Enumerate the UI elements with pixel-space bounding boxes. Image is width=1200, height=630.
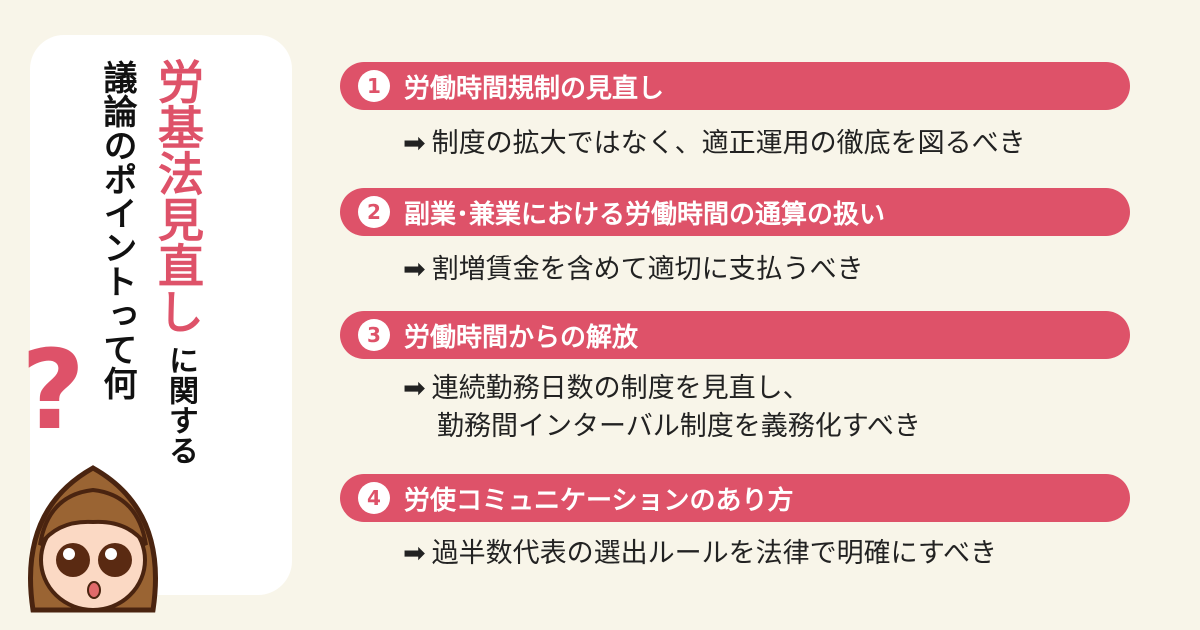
title-main: 議論のポイントって何: [97, 60, 137, 400]
number-badge: 3: [358, 319, 390, 351]
number-badge: 4: [358, 482, 390, 514]
question-mark-icon: ?: [21, 326, 85, 454]
detail-text: 勤務間インターバル制度を義務化すべき: [437, 411, 921, 442]
arrow-right-icon: ➡: [403, 128, 426, 159]
point-3-detail: ➡連続勤務日数の制度を見直し、 勤務間インターバル制度を義務化すべき: [403, 370, 921, 446]
arrow-right-icon: ➡: [403, 254, 426, 285]
detail-text: 過半数代表の選出ルールを法律で明確にすべき: [431, 538, 998, 569]
point-1-detail: ➡制度の拡大ではなく、適正運用の徹底を図るべき: [403, 125, 1026, 163]
point-2-heading: 2 副業･兼業における労働時間の通算の扱い: [340, 188, 1130, 236]
arrow-right-icon: ➡: [403, 373, 426, 404]
number-badge: 2: [358, 196, 390, 228]
heading-text: 副業･兼業における労働時間の通算の扱い: [404, 199, 886, 230]
title-highlight: 労基法見直し: [151, 58, 205, 334]
point-1-heading: 1 労働時間規制の見直し: [340, 62, 1130, 110]
detail-text: 連続勤務日数の制度を見直し、: [431, 373, 810, 404]
detail-text: 制度の拡大ではなく、適正運用の徹底を図るべき: [431, 128, 1026, 159]
point-2-detail: ➡割増賃金を含めて適切に支払うべき: [403, 251, 864, 289]
heading-text: 労働時間からの解放: [404, 322, 639, 353]
arrow-right-icon: ➡: [403, 538, 426, 569]
number-badge: 1: [358, 70, 390, 102]
heading-text: 労働時間規制の見直し: [404, 73, 665, 104]
heading-text: 労使コミュニケーションのあり方: [404, 485, 794, 516]
detail-text: 割増賃金を含めて適切に支払うべき: [431, 254, 864, 285]
girl-face-illustration: [28, 465, 158, 613]
point-4-heading: 4 労使コミュニケーションのあり方: [340, 474, 1130, 522]
title-connector: に関する: [163, 345, 198, 465]
point-3-heading: 3 労働時間からの解放: [340, 311, 1130, 359]
point-4-detail: ➡過半数代表の選出ルールを法律で明確にすべき: [403, 535, 997, 573]
